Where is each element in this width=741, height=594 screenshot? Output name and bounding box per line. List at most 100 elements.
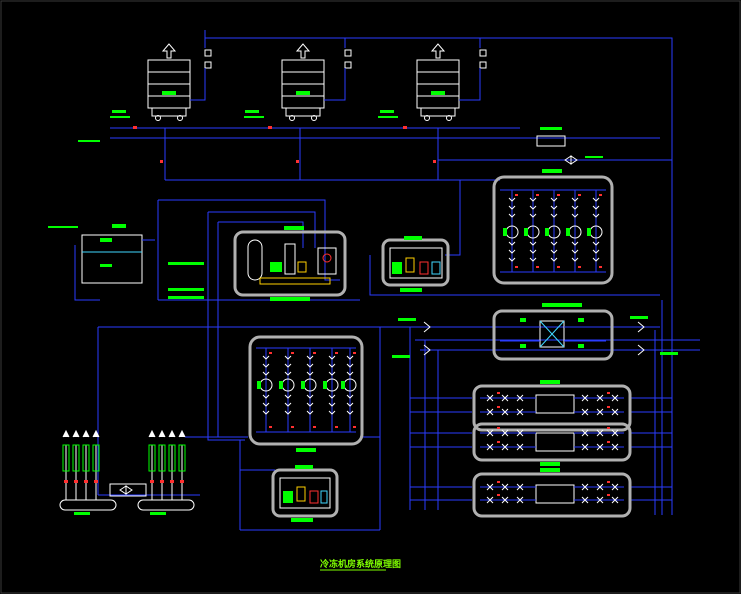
sensor-mark xyxy=(497,427,500,429)
sensor-mark xyxy=(607,494,610,496)
sensor-mark xyxy=(64,480,68,483)
valve-icon xyxy=(529,205,537,210)
sensor-mark xyxy=(170,480,174,483)
valve-icon xyxy=(516,394,524,402)
sensor-mark xyxy=(607,406,610,408)
leg-arrow-icon xyxy=(158,429,166,438)
cooling-tower-1 xyxy=(147,43,191,121)
valve-icon xyxy=(306,402,314,407)
header-labels xyxy=(392,316,678,358)
valve-icon xyxy=(501,394,509,402)
valve-icon xyxy=(486,483,494,491)
valve-icon xyxy=(516,496,524,504)
valve-icon xyxy=(486,408,494,416)
sensor-mark xyxy=(557,194,560,196)
valve-icon xyxy=(516,443,524,451)
valve-icon xyxy=(306,363,314,368)
sensor-mark xyxy=(497,481,500,483)
sensor-mark xyxy=(353,352,356,354)
exhaust-arrow-icon xyxy=(161,43,177,59)
sensor-mark xyxy=(269,352,272,354)
drawing-title: 冷冻机房系统原理图 xyxy=(320,558,401,570)
distributor-left xyxy=(59,429,117,515)
pump-label xyxy=(524,228,528,236)
tower-pipe-valves xyxy=(204,49,578,165)
leg-label xyxy=(178,444,186,472)
valve-icon xyxy=(262,410,270,415)
valve-icon xyxy=(550,257,558,262)
sensor-mark xyxy=(313,352,316,354)
sensor-mark xyxy=(74,480,78,483)
sensor-mark xyxy=(180,480,184,483)
valve-icon xyxy=(581,483,589,491)
sensor-mark xyxy=(578,194,581,196)
pump-label xyxy=(503,228,507,236)
valve-icon xyxy=(550,205,558,210)
valve-icon xyxy=(346,371,354,376)
sensor-mark xyxy=(607,392,610,394)
valve-icon xyxy=(592,257,600,262)
leg-arrow-icon xyxy=(168,429,176,438)
valve-icon xyxy=(306,355,314,360)
valve-icon xyxy=(611,496,619,504)
valve-icon xyxy=(486,496,494,504)
sensor-mark xyxy=(536,266,539,268)
sensor-mark xyxy=(353,426,356,428)
valve-icon xyxy=(328,394,336,399)
valve-icon xyxy=(571,249,579,254)
valve-icon xyxy=(501,429,509,437)
sensor-mark xyxy=(335,426,338,428)
valve-icon xyxy=(581,496,589,504)
valve-icon xyxy=(501,496,509,504)
leg-label xyxy=(62,444,70,472)
pump-group-lower xyxy=(248,335,364,452)
pump-label xyxy=(323,381,327,389)
valve-icon xyxy=(550,241,558,246)
valve-icon xyxy=(596,483,604,491)
valve-icon xyxy=(596,408,604,416)
valve-icon xyxy=(596,443,604,451)
valve-icon xyxy=(284,355,292,360)
valve-icon xyxy=(581,394,589,402)
valve-icon xyxy=(486,429,494,437)
leg-label xyxy=(148,444,156,472)
valve-icon xyxy=(592,213,600,218)
pump-label xyxy=(545,228,549,236)
plate-heat-exchanger xyxy=(492,303,614,361)
valve-icon xyxy=(508,213,516,218)
sensor-mark xyxy=(536,194,539,196)
valve-icon xyxy=(262,355,270,360)
sensor-mark xyxy=(94,480,98,483)
sensor-mark xyxy=(515,194,518,196)
valve-icon xyxy=(486,394,494,402)
valve-icon xyxy=(346,410,354,415)
valve-icon xyxy=(508,249,516,254)
pump-label xyxy=(341,381,345,389)
sensor-mark xyxy=(497,392,500,394)
chiller-valves xyxy=(486,392,619,504)
treatment-unit-1 xyxy=(233,226,347,301)
valve-icon xyxy=(328,355,336,360)
valve-icon xyxy=(571,213,579,218)
valve-icon xyxy=(508,205,516,210)
header-valves xyxy=(423,321,645,356)
valve-icon xyxy=(284,371,292,376)
sensor-mark xyxy=(607,427,610,429)
exhaust-arrow-icon xyxy=(295,43,311,59)
valve-icon xyxy=(592,241,600,246)
valve-icon xyxy=(328,402,336,407)
sensor-mark xyxy=(313,426,316,428)
valve-icon xyxy=(611,394,619,402)
leg-label xyxy=(168,444,176,472)
valve-icon xyxy=(346,402,354,407)
treatment-unit-2 xyxy=(381,236,450,292)
sensor-mark xyxy=(150,480,154,483)
sensor-mark xyxy=(599,266,602,268)
valve-icon xyxy=(516,408,524,416)
leg-label xyxy=(72,444,80,472)
valve-icon xyxy=(550,249,558,254)
leg-label xyxy=(92,444,100,472)
sensor-mark xyxy=(599,194,602,196)
sensor-mark xyxy=(160,480,164,483)
